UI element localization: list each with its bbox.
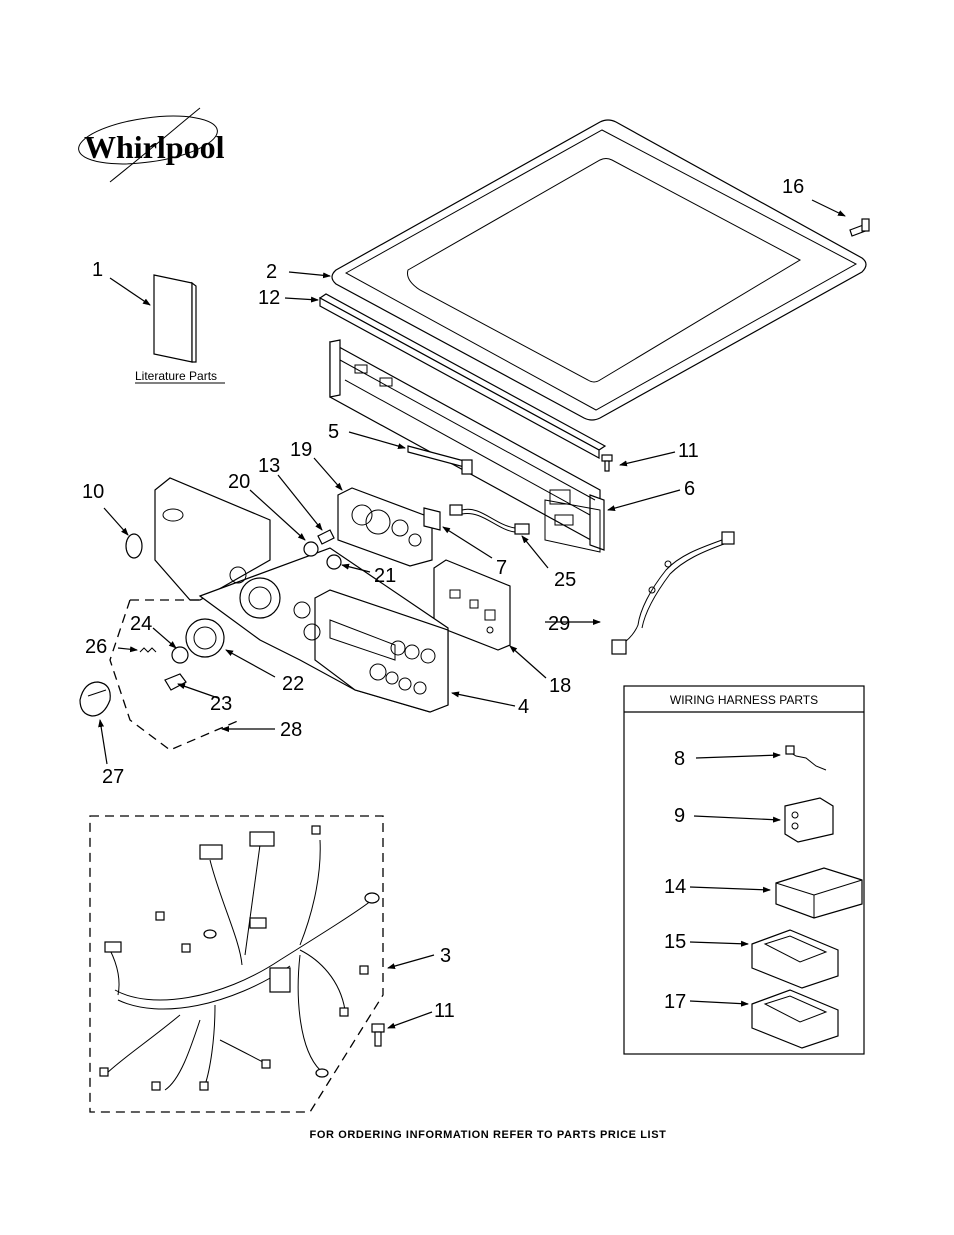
callout-14: 14 <box>664 876 686 898</box>
terminal-8 <box>785 745 827 771</box>
callout-29: 29 <box>548 613 570 635</box>
brand-logo: Whirlpool <box>78 107 225 183</box>
callout-5: 5 <box>328 421 339 443</box>
callout-27: 27 <box>102 766 124 788</box>
console-panel <box>154 477 449 713</box>
screw-upper <box>601 454 613 472</box>
callout-2: 2 <box>266 261 277 283</box>
main-harness-box <box>89 815 384 1113</box>
callout-25: 25 <box>554 569 576 591</box>
callout-28: 28 <box>280 719 302 741</box>
wire-25 <box>449 504 530 535</box>
callout-1: 1 <box>92 259 103 281</box>
screw-lower <box>371 1023 385 1047</box>
literature-label: Literature Parts <box>135 369 217 383</box>
connector-14 <box>775 867 863 919</box>
part-23 <box>164 673 187 691</box>
callout-4: 4 <box>518 696 529 718</box>
housing-17 <box>751 989 839 1049</box>
housing-15 <box>751 929 839 989</box>
callout-11-upper: 11 <box>678 440 699 462</box>
screw-16 <box>849 218 870 237</box>
cable-tie-part <box>407 445 473 475</box>
wiring-box-title: WIRING HARNESS PARTS <box>670 693 818 707</box>
button-20 <box>303 541 319 557</box>
literature-booklet <box>153 274 197 363</box>
callout-8: 8 <box>674 748 685 770</box>
kit-28-outline <box>109 599 241 751</box>
callout-11-lower: 11 <box>434 1000 455 1022</box>
switch-part <box>423 507 441 531</box>
control-board <box>337 487 433 567</box>
callout-19: 19 <box>290 439 312 461</box>
console-back <box>544 499 601 553</box>
connector-9 <box>784 797 834 843</box>
callout-13: 13 <box>258 455 280 477</box>
lid-strip <box>318 293 607 460</box>
callout-17: 17 <box>664 991 686 1013</box>
callout-16: 16 <box>782 176 804 198</box>
spring-26 <box>139 647 157 653</box>
callout-9: 9 <box>674 805 685 827</box>
callout-6: 6 <box>684 478 695 500</box>
brand-name: Whirlpool <box>84 129 225 165</box>
callout-numbers: 1 2 12 16 5 11 6 19 20 13 10 21 7 25 29 … <box>82 176 804 1022</box>
knob-27 <box>79 681 111 717</box>
callout-7: 7 <box>496 557 507 579</box>
callout-3: 3 <box>440 945 451 967</box>
top-lid <box>331 119 867 421</box>
callout-12: 12 <box>258 287 280 309</box>
callout-21: 21 <box>374 565 396 587</box>
button-21 <box>326 554 342 570</box>
ring-10 <box>125 533 143 559</box>
callout-26: 26 <box>85 636 107 658</box>
callout-10: 10 <box>82 481 104 503</box>
callout-24: 24 <box>130 613 152 635</box>
dial-22 <box>185 618 225 658</box>
callout-22: 22 <box>282 673 304 695</box>
harness-29 <box>611 531 735 655</box>
main-harness <box>99 825 380 1091</box>
spring-13 <box>317 529 335 545</box>
callout-20: 20 <box>228 471 250 493</box>
callout-15: 15 <box>664 931 686 953</box>
callout-23: 23 <box>210 693 232 715</box>
callout-18: 18 <box>549 675 571 697</box>
leader-lines <box>98 199 846 1029</box>
bushing-24 <box>171 646 189 664</box>
footer-note: FOR ORDERING INFORMATION REFER TO PARTS … <box>310 1129 667 1141</box>
